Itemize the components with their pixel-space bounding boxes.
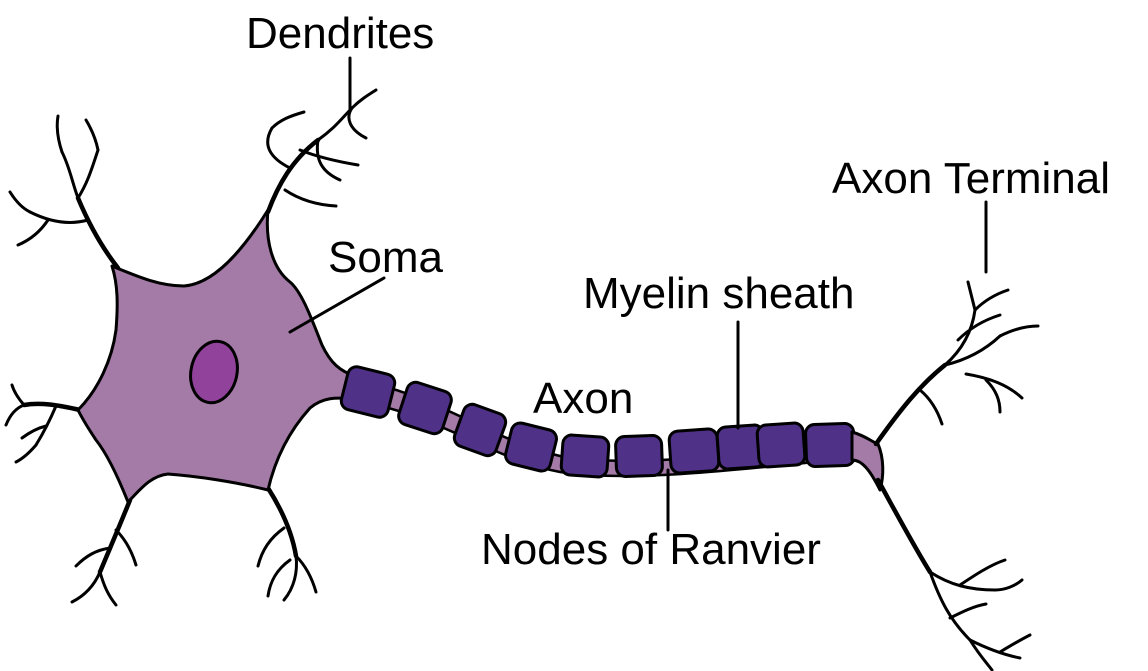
dendrites-label: Dendrites <box>246 9 434 58</box>
myelin-segment <box>757 422 806 467</box>
myelin-segment <box>504 421 559 473</box>
axon-terminal-label: Axon Terminal <box>832 154 1110 203</box>
axon-terminal-branches <box>852 282 1038 670</box>
axon-label: Axon <box>533 374 633 423</box>
myelin-segment <box>615 435 662 477</box>
nodes-of-ranvier-label: Nodes of Ranvier <box>481 525 821 574</box>
myelin-segment <box>805 423 854 467</box>
myelin-sheath-label: Myelin sheath <box>583 269 854 318</box>
myelin-segment <box>669 428 720 473</box>
soma-label: Soma <box>328 233 443 282</box>
myelin-segment <box>339 365 396 419</box>
myelin-segment <box>561 434 610 477</box>
